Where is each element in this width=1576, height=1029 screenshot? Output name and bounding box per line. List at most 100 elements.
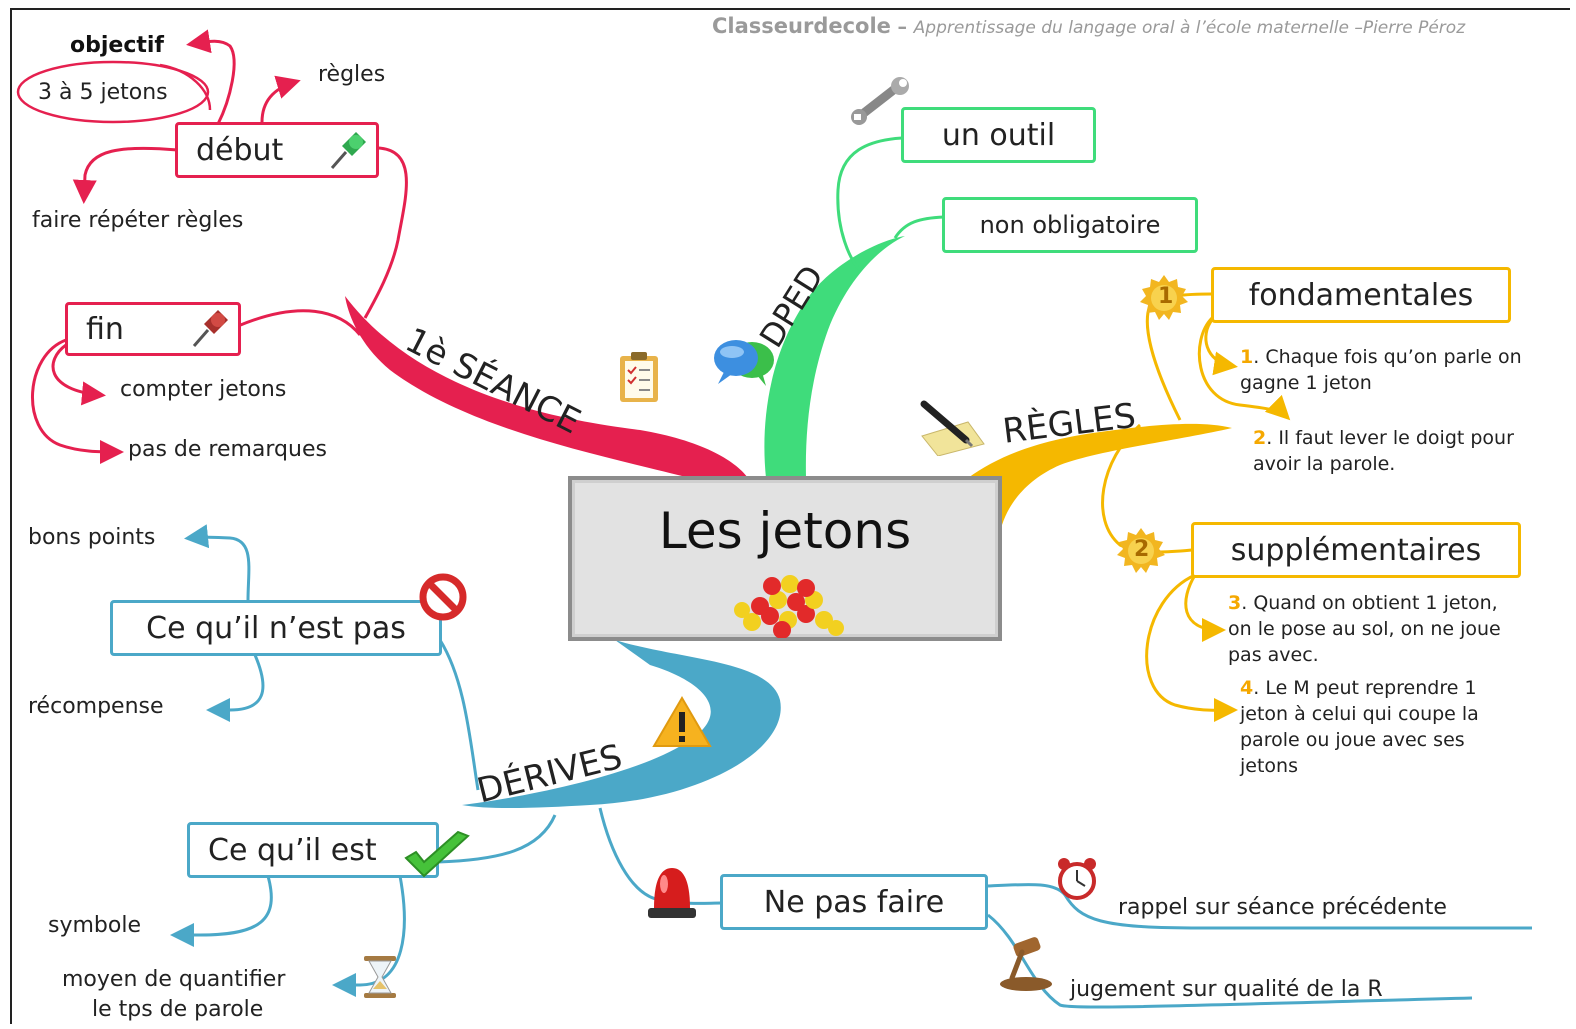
link-fond-rule2 bbox=[1197, 316, 1291, 421]
link-seance-debut bbox=[363, 146, 408, 319]
rule-2-line1: . Il faut lever le doigt pour bbox=[1266, 427, 1514, 449]
link-objectif-title bbox=[159, 63, 212, 111]
link-debut-repeter bbox=[72, 146, 179, 204]
badge-2-number: 2 bbox=[1134, 537, 1150, 562]
objectif-label: objectif bbox=[70, 33, 164, 58]
badge-1-number: 1 bbox=[1158, 284, 1174, 309]
fondamentales-label: fondamentales bbox=[1248, 277, 1474, 313]
rule-2-line2: avoir la parole. bbox=[1253, 453, 1396, 475]
rule-1: 1. Chaque fois qu’on parle on gagne 1 je… bbox=[1240, 344, 1522, 396]
objectif-value: 3 à 5 jetons bbox=[38, 80, 168, 105]
debut-label: début bbox=[196, 132, 284, 168]
badge-1-icon bbox=[1140, 275, 1188, 320]
rule-4-line1: . Le M peut reprendre 1 bbox=[1253, 677, 1477, 699]
rule-3-line2: on le pose au sol, on ne joue bbox=[1228, 618, 1501, 640]
link-nepasfaire-rappel bbox=[987, 883, 1532, 930]
hourglass-icon bbox=[364, 956, 396, 998]
link-derives-est bbox=[437, 814, 557, 864]
link-pas-bonspoints bbox=[184, 524, 251, 601]
rule-4: 4. Le M peut reprendre 1 jeton à celui q… bbox=[1240, 675, 1479, 779]
regles-label: règles bbox=[318, 62, 386, 87]
rule-2-number: 2 bbox=[1253, 427, 1267, 449]
header-subtitle: Apprentissage du langage oral à l’école … bbox=[913, 18, 1466, 38]
brand-name: Classeurdecole bbox=[712, 14, 891, 38]
page-frame bbox=[10, 8, 1570, 1024]
warning-icon bbox=[652, 696, 712, 747]
rule-4-line2: jeton à celui qui coupe la bbox=[1240, 703, 1479, 725]
alarm-clock-icon bbox=[1058, 858, 1096, 900]
header-dash: – bbox=[890, 16, 914, 38]
wrench-icon bbox=[851, 77, 909, 125]
link-pas-recompense bbox=[206, 654, 265, 722]
quantifier-label-line2: le tps de parole bbox=[92, 997, 264, 1022]
link-est-symbole bbox=[170, 875, 273, 947]
central-title: Les jetons bbox=[658, 502, 912, 560]
jugement-label: jugement sur qualité de la R bbox=[1070, 977, 1383, 1002]
link-est-quantifier bbox=[332, 875, 406, 997]
clipboard-icon bbox=[620, 352, 658, 402]
recompense-label: récompense bbox=[28, 694, 164, 719]
fin-label: fin bbox=[86, 311, 124, 347]
repeter-label: faire répéter règles bbox=[32, 208, 244, 233]
outil-label: un outil bbox=[941, 117, 1056, 153]
link-derives-nepasfaire bbox=[598, 807, 723, 905]
rule-3-number: 3 bbox=[1228, 592, 1242, 614]
checkmark-icon bbox=[404, 830, 470, 878]
rule-3-line3: pas avec. bbox=[1228, 644, 1319, 666]
pen-notepad-icon bbox=[920, 400, 985, 456]
ne-pas-faire-label: Ne pas faire bbox=[763, 884, 945, 920]
rappel-label: rappel sur séance précédente bbox=[1118, 895, 1447, 920]
ce-qu-il-n-est-pas-label: Ce qu’il n’est pas bbox=[146, 610, 406, 646]
link-seance-fin bbox=[237, 309, 362, 336]
rule-4-line4: jetons bbox=[1240, 755, 1298, 777]
jetons-pile-icon bbox=[734, 575, 844, 638]
badge-2-icon bbox=[1117, 528, 1165, 573]
remarques-label: pas de remarques bbox=[128, 437, 327, 462]
rule-4-line3: parole ou joue avec ses bbox=[1240, 729, 1465, 751]
outil-node: un outil bbox=[901, 107, 1096, 163]
debut-node: début bbox=[175, 122, 379, 178]
compter-label: compter jetons bbox=[120, 377, 287, 402]
link-regles-supplementaires bbox=[1101, 423, 1193, 554]
ce-qu-il-est-node: Ce qu’il est bbox=[187, 822, 439, 878]
rule-1-number: 1 bbox=[1240, 346, 1254, 368]
non-obligatoire-node: non obligatoire bbox=[942, 197, 1198, 253]
forbidden-icon bbox=[419, 573, 467, 621]
link-supp-rule4 bbox=[1145, 573, 1238, 723]
link-supp-rule3 bbox=[1184, 574, 1226, 642]
link-debut-regles bbox=[260, 75, 301, 123]
rule-4-number: 4 bbox=[1240, 677, 1254, 699]
rule-3: 3. Quand on obtient 1 jeton, on le pose … bbox=[1228, 590, 1501, 668]
rule-3-line1: . Quand on obtient 1 jeton, bbox=[1241, 592, 1498, 614]
header: Classeurdecole – Apprentissage du langag… bbox=[712, 14, 1465, 38]
siren-icon bbox=[648, 868, 696, 918]
branch-dped bbox=[764, 236, 905, 478]
link-dped-nonoblig bbox=[893, 215, 945, 239]
branch-seance bbox=[345, 296, 748, 478]
symbole-label: symbole bbox=[48, 913, 141, 938]
rule-2: 2. Il faut lever le doigt pour avoir la … bbox=[1253, 425, 1514, 477]
branch-regles bbox=[968, 423, 1232, 525]
link-fond-rule1 bbox=[1204, 319, 1238, 376]
ce-qu-il-est-label: Ce qu’il est bbox=[208, 832, 377, 868]
link-dped-outil bbox=[836, 136, 903, 272]
supplementaires-label: supplémentaires bbox=[1230, 532, 1482, 568]
gavel-icon bbox=[1000, 937, 1052, 991]
rule-1-line1: . Chaque fois qu’on parle on bbox=[1253, 346, 1522, 368]
central-node: Les jetons bbox=[568, 476, 1002, 641]
ne-pas-faire-node: Ne pas faire bbox=[720, 874, 988, 930]
quantifier-label-line1: moyen de quantifier bbox=[62, 967, 286, 992]
fin-node: fin bbox=[65, 302, 241, 356]
green-pushpin-icon bbox=[330, 132, 366, 169]
link-debut-objectif bbox=[186, 29, 236, 125]
link-derives-pas bbox=[438, 639, 480, 791]
link-fin-remarques bbox=[30, 338, 124, 464]
speech-bubbles-icon bbox=[714, 340, 774, 386]
ce-qu-il-n-est-pas-node: Ce qu’il n’est pas bbox=[110, 600, 442, 656]
fondamentales-node: fondamentales bbox=[1211, 267, 1511, 323]
branch-derives bbox=[462, 640, 781, 809]
bons-points-label: bons points bbox=[28, 525, 156, 550]
link-fin-compter bbox=[51, 343, 106, 406]
